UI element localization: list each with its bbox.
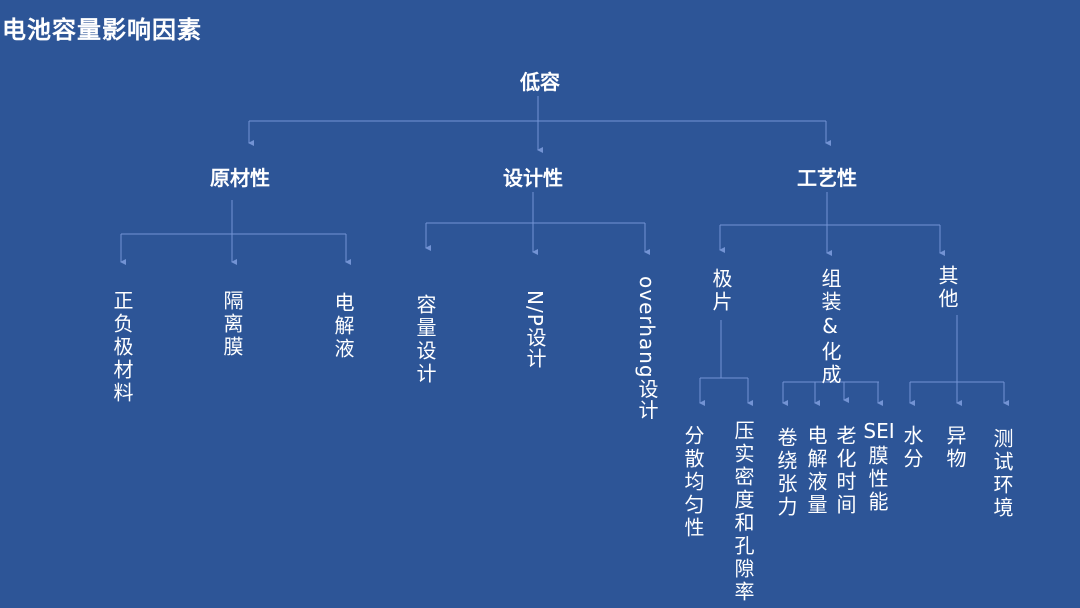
node-electrolyte: 电解液 [331,292,355,361]
node-separator: 隔离膜 [220,290,244,359]
node-capacity-design: 容量设计 [413,294,437,386]
node-electrode: 极片 [709,268,733,314]
category-design: 设计性 [503,166,563,190]
node-dispersion-uniformity: 分散均匀性 [681,425,705,540]
node-foreign-matter: 异物 [943,425,967,471]
node-electrolyte-amount: 电解液量 [804,425,828,517]
node-winding-tension: 卷绕张力 [774,427,798,519]
page-title: 电池容量影响因素 [2,16,202,44]
node-overhang-design: overhang设计 [635,276,659,421]
node-compaction-porosity: 压实密度和孔隙率 [731,420,755,604]
node-assembly-formation: 组装&化成 [818,268,842,387]
node-other: 其他 [935,265,959,311]
node-sei-film-performance: 膜性能 [865,445,889,514]
category-raw-material: 原材性 [210,166,270,190]
node-np-design: N/P设计 [523,290,547,369]
category-process: 工艺性 [797,166,857,190]
node-test-environment: 测试环境 [990,428,1014,520]
node-electrode-material: 正负极材料 [110,290,134,405]
node-moisture: 水分 [900,425,924,471]
root-node: 低容 [520,70,560,94]
node-sei-label: SEI [863,419,895,443]
node-aging-time: 老化时间 [833,425,857,517]
